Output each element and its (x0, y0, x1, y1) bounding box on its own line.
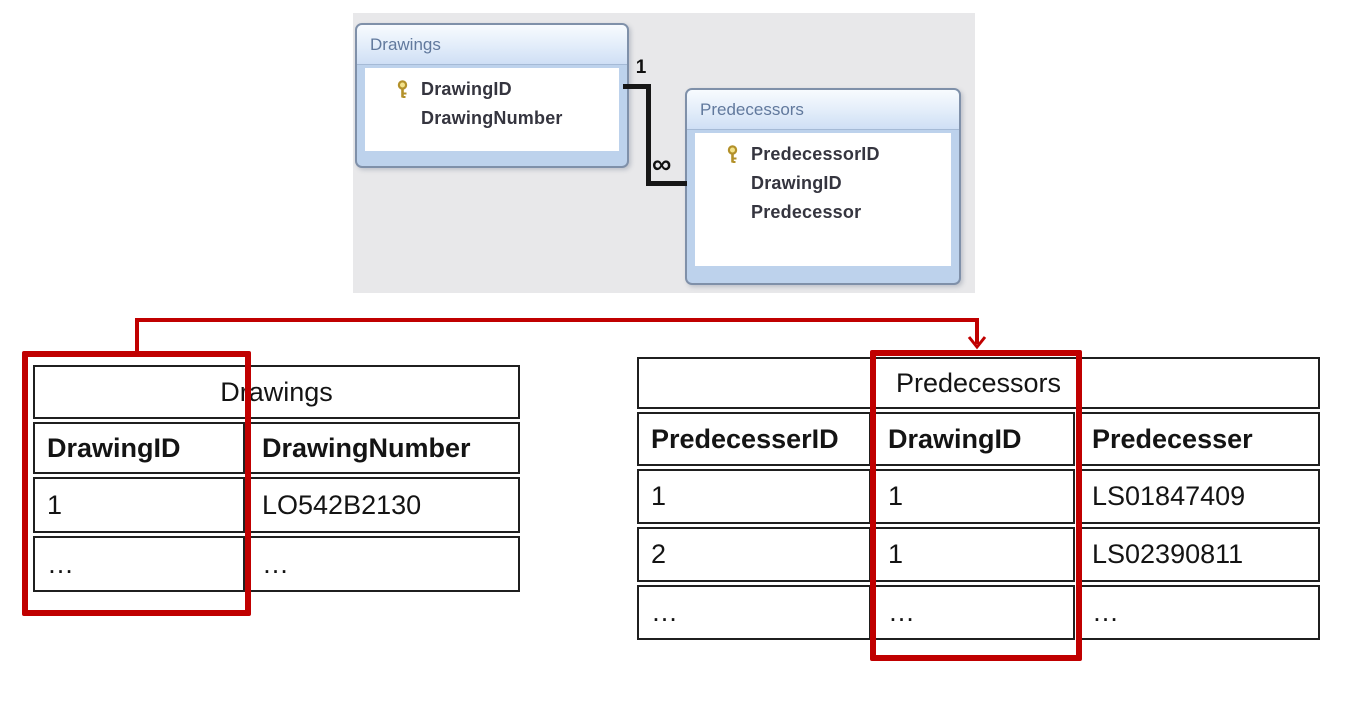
er-field-label: DrawingID (751, 173, 842, 193)
er-field-drawingid-fk: DrawingID (695, 169, 951, 198)
table-cell: 1 (33, 477, 245, 533)
predecessors-data-table: Predecessors PredecesserID DrawingID Pre… (634, 354, 1323, 643)
er-field-predecessor: Predecessor (695, 198, 951, 227)
table-title-row: Drawings (33, 365, 520, 419)
er-table-drawings-title: Drawings (357, 25, 627, 65)
primary-key-icon (395, 80, 421, 99)
table-cell: LO542B2130 (248, 477, 520, 533)
er-table-predecessors-fields: PredecessorID DrawingID Predecessor (695, 133, 951, 266)
er-field-label: Predecessor (751, 202, 862, 222)
relationship-line-segment (623, 84, 651, 89)
table-header-row: DrawingID DrawingNumber (33, 422, 520, 474)
table-cell: 1 (874, 469, 1075, 524)
table-cell: 1 (637, 469, 871, 524)
table-cell: … (637, 585, 871, 640)
er-table-predecessors: Predecessors PredecessorID DrawingID (685, 88, 961, 285)
table-cell: … (1078, 585, 1320, 640)
table-row: … … … (637, 585, 1320, 640)
er-field-predecessorid: PredecessorID (695, 140, 951, 169)
primary-key-icon (725, 145, 751, 164)
column-header: PredecesserID (637, 412, 871, 466)
er-field-drawingnumber: DrawingNumber (365, 104, 619, 133)
table-cell: LS01847409 (1078, 469, 1320, 524)
table-cell: … (33, 536, 245, 592)
relationship-line-segment (646, 181, 687, 186)
column-header: DrawingNumber (248, 422, 520, 474)
column-header: Predecesser (1078, 412, 1320, 466)
er-field-label: DrawingID (421, 79, 512, 99)
table-row: 1 LO542B2130 (33, 477, 520, 533)
table-title: Predecessors (637, 357, 1320, 409)
er-field-drawingid: DrawingID (365, 75, 619, 104)
table-title-row: Predecessors (637, 357, 1320, 409)
er-table-drawings-fields: DrawingID DrawingNumber (365, 68, 619, 151)
table-cell: 1 (874, 527, 1075, 582)
relationships-canvas: Drawings DrawingID DrawingNumber P (353, 13, 975, 293)
er-table-predecessors-title: Predecessors (687, 90, 959, 130)
er-field-label: PredecessorID (751, 144, 880, 164)
table-cell: LS02390811 (1078, 527, 1320, 582)
column-header: DrawingID (874, 412, 1075, 466)
drawings-data-table: Drawings DrawingID DrawingNumber 1 LO542… (30, 362, 523, 595)
table-header-row: PredecesserID DrawingID Predecesser (637, 412, 1320, 466)
table-title: Drawings (33, 365, 520, 419)
er-field-label: DrawingNumber (421, 108, 563, 128)
table-row: 1 1 LS01847409 (637, 469, 1320, 524)
table-cell: … (248, 536, 520, 592)
table-cell: 2 (637, 527, 871, 582)
er-table-drawings: Drawings DrawingID DrawingNumber (355, 23, 629, 168)
relationship-many-label: ∞ (652, 149, 672, 179)
table-cell: … (874, 585, 1075, 640)
table-row: 2 1 LS02390811 (637, 527, 1320, 582)
column-header: DrawingID (33, 422, 245, 474)
relationship-line-segment (646, 84, 651, 186)
relationship-one-label: 1 (635, 57, 647, 78)
table-row: … … (33, 536, 520, 592)
